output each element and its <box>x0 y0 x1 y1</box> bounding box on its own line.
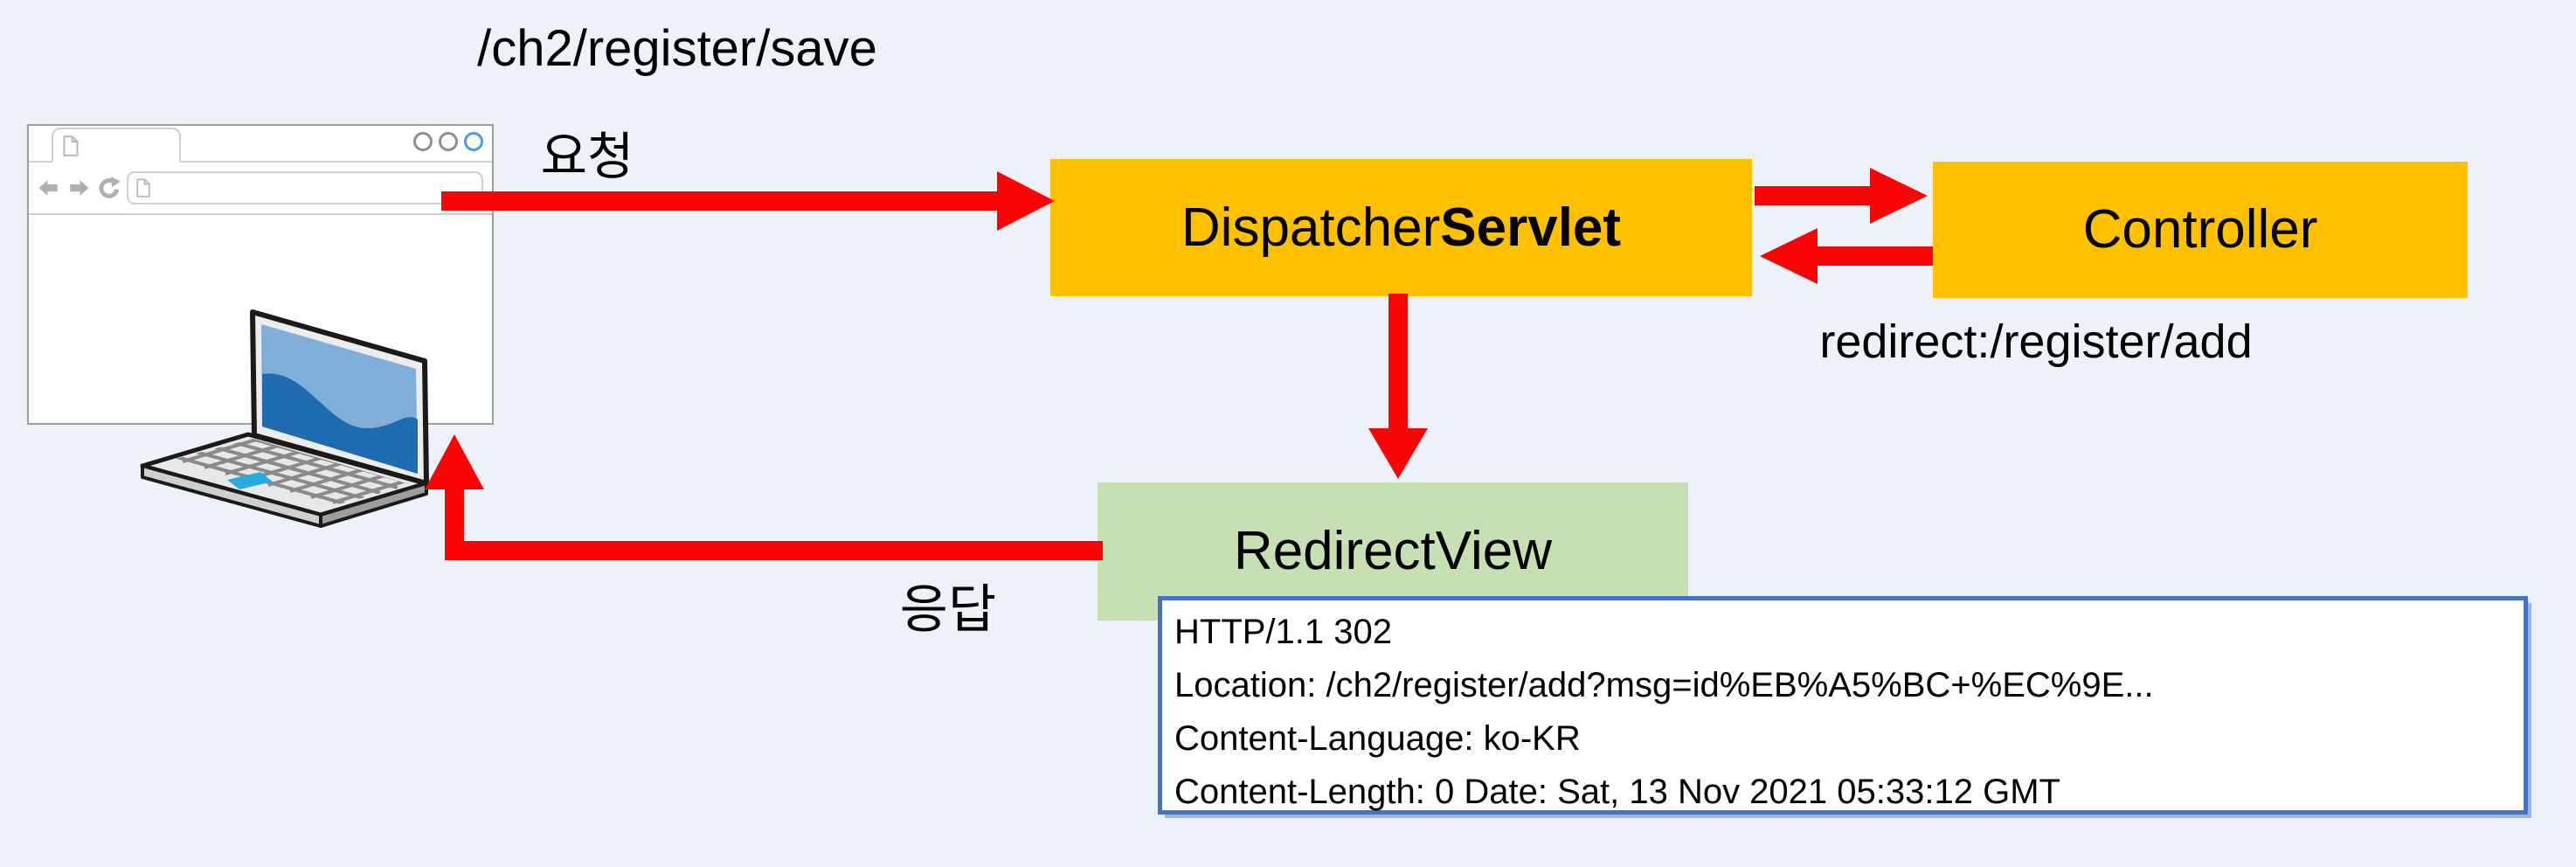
http-location-line: Location: /ch2/register/add?msg=id%EB%A5… <box>1174 666 2154 704</box>
dispatcher-servlet-label-bold: Servlet <box>1440 197 1622 258</box>
page-icon <box>136 178 150 198</box>
url-bar <box>127 171 483 205</box>
window-controls <box>413 132 483 151</box>
forward-icon <box>70 180 89 196</box>
redirect-annotation-label: redirect:/register/add <box>1819 316 2253 368</box>
refresh-icon <box>99 177 120 198</box>
window-control-dot <box>439 132 458 151</box>
response-label: 응답 <box>899 580 997 639</box>
controller-to-dispatcher-arrow <box>1760 228 1933 284</box>
window-control-dot <box>413 132 433 151</box>
http-response-box: HTTP/1.1 302 Location: /ch2/register/add… <box>1158 596 2528 815</box>
browser-tab <box>52 128 181 163</box>
response-arrow <box>425 434 1103 560</box>
dispatcher-to-redirectview-arrow <box>1368 294 1428 479</box>
http-content-language-line: Content-Language: ko-KR <box>1174 719 1581 758</box>
page-icon <box>63 135 79 156</box>
laptop-illustration <box>140 309 429 528</box>
redirect-view-label: RedirectView <box>1233 521 1553 581</box>
browser-header <box>29 126 492 163</box>
window-control-dot-active <box>464 132 483 151</box>
http-content-length-line: Content-Length: 0 Date: Sat, 13 Nov 2021… <box>1174 773 2060 811</box>
http-status-line: HTTP/1.1 302 <box>1174 613 1393 651</box>
node-controller: Controller <box>1933 162 2468 298</box>
back-icon <box>38 180 58 196</box>
controller-label: Controller <box>2082 199 2318 260</box>
dispatcher-servlet-label: Dispatcher <box>1181 197 1441 258</box>
dispatcher-to-controller-arrow <box>1755 168 1928 224</box>
request-path-label: /ch2/register/save <box>477 20 877 77</box>
browser-toolbar <box>29 163 492 215</box>
request-label: 요청 <box>540 128 634 185</box>
